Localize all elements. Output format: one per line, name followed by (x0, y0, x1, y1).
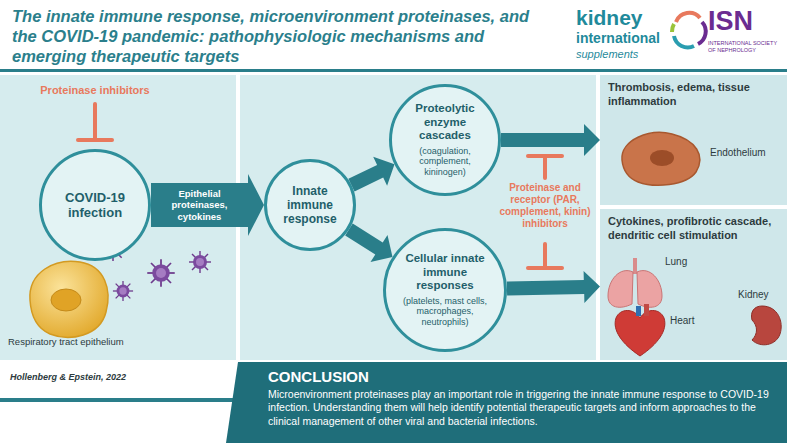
process-circle: Cellular innate immune responses(platele… (383, 228, 507, 352)
flow-arrow (348, 157, 394, 192)
epithelial-cell (30, 261, 108, 337)
endothelial-cell (622, 132, 700, 185)
edge-label: Epithelial proteinases, cytokines (155, 188, 244, 222)
inhibitor-label: Proteinase inhibitors (20, 84, 170, 96)
outcome-box: Cytokines, profibrotic cascade, dendriti… (600, 209, 787, 360)
journal-logo-word: supplements (576, 48, 638, 60)
inhibitor-symbol (78, 104, 112, 140)
header-rule (0, 69, 787, 72)
heart-illustration (615, 304, 665, 356)
journal-logo-word: international (576, 30, 660, 46)
node-detail: (coagulation, complement, kininogen) (404, 146, 487, 178)
flow-arrow (507, 271, 600, 303)
process-circle: Innate immune response (264, 159, 356, 251)
lung-illustration (608, 258, 662, 307)
box-heading: Cytokines, profibrotic cascade, dendriti… (608, 215, 779, 243)
virus-particle (113, 281, 133, 301)
footer-rule (0, 398, 250, 402)
process-circle: Proteolytic enzyme cascades(coagulation,… (389, 84, 501, 196)
middle-panel (240, 75, 596, 360)
conclusion-heading: CONCLUSION (268, 368, 773, 385)
process-circle: COVID-19 infection (39, 149, 151, 261)
node-detail: (platelets, mast cells, macrophages, neu… (399, 296, 491, 328)
circle-text: COVID-19 infection (54, 190, 137, 221)
isn-logo-mark (672, 13, 706, 48)
organ-label: Endothelium (710, 147, 766, 158)
outcome-box: Thrombosis, edema, tissue inflammationEn… (600, 75, 787, 205)
society-logo-name: INTERNATIONAL SOCIETY OF NEPHROLOGY (708, 40, 782, 53)
society-logo-word: ISN (708, 6, 753, 37)
conclusion-band: CONCLUSION Microenvironment proteinases p… (250, 362, 787, 443)
diagram-title: The innate immune response, microenviron… (12, 7, 557, 66)
circle-shape (385, 230, 506, 351)
circle-text: Proteolytic enzyme cascades(coagulation,… (404, 102, 487, 178)
node-heading: Innate immune response (276, 184, 344, 226)
circle-shape (391, 86, 500, 195)
cell-caption: Respiratory tract epithelium (8, 336, 128, 347)
circle-shape (266, 161, 355, 250)
flow-arrow (501, 124, 600, 156)
organ-label: Lung (665, 256, 687, 267)
circle-text: Innate immune response (276, 184, 344, 226)
virus-particle (147, 259, 175, 287)
flow-arrow (345, 224, 392, 262)
flow-arrow (151, 174, 264, 236)
right-top-panel (600, 75, 787, 205)
node-heading: COVID-19 infection (54, 190, 137, 221)
virus-particle (189, 251, 211, 273)
right-bottom-panel (600, 209, 787, 360)
inhibitor-label: Proteinase and receptor (PAR, complement… (492, 182, 598, 230)
box-heading: Thrombosis, edema, tissue inflammation (608, 81, 779, 109)
node-heading: Proteolytic enzyme cascades (404, 102, 487, 143)
node-heading: Cellular innate immune responses (399, 252, 491, 293)
circle-shape (41, 151, 150, 260)
journal-logo-word: kidney (576, 6, 643, 30)
citation: Hollenberg & Epstein, 2022 (10, 372, 126, 382)
conclusion-slant (226, 362, 250, 443)
kidney-illustration (751, 306, 781, 345)
conclusion-text: Microenvironment proteinases play an imp… (268, 388, 773, 428)
organ-label: Heart (670, 315, 694, 326)
organ-label: Kidney (738, 289, 769, 300)
circle-text: Cellular innate immune responses(platele… (399, 252, 491, 328)
